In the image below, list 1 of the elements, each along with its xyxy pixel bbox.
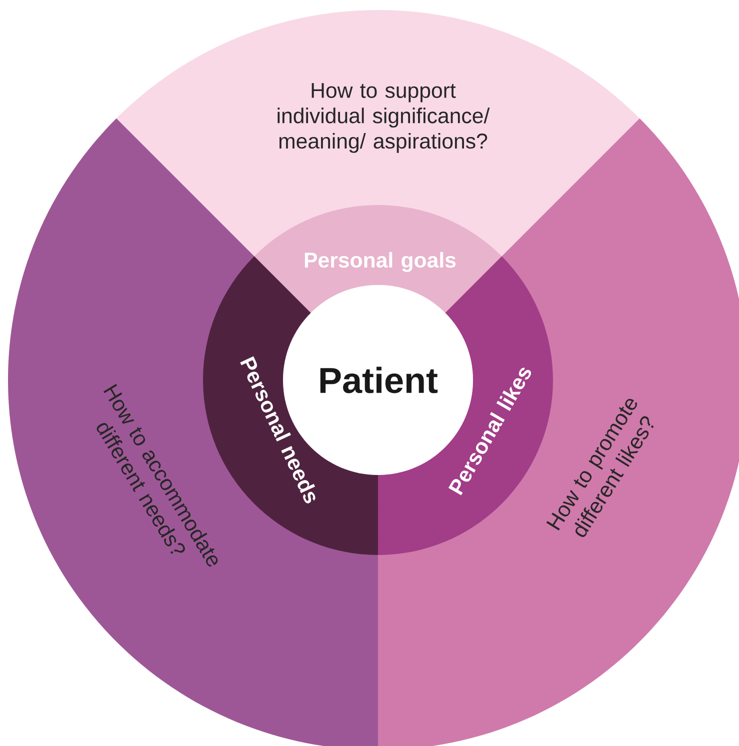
ring-segment: Personal goals: [254, 205, 502, 313]
